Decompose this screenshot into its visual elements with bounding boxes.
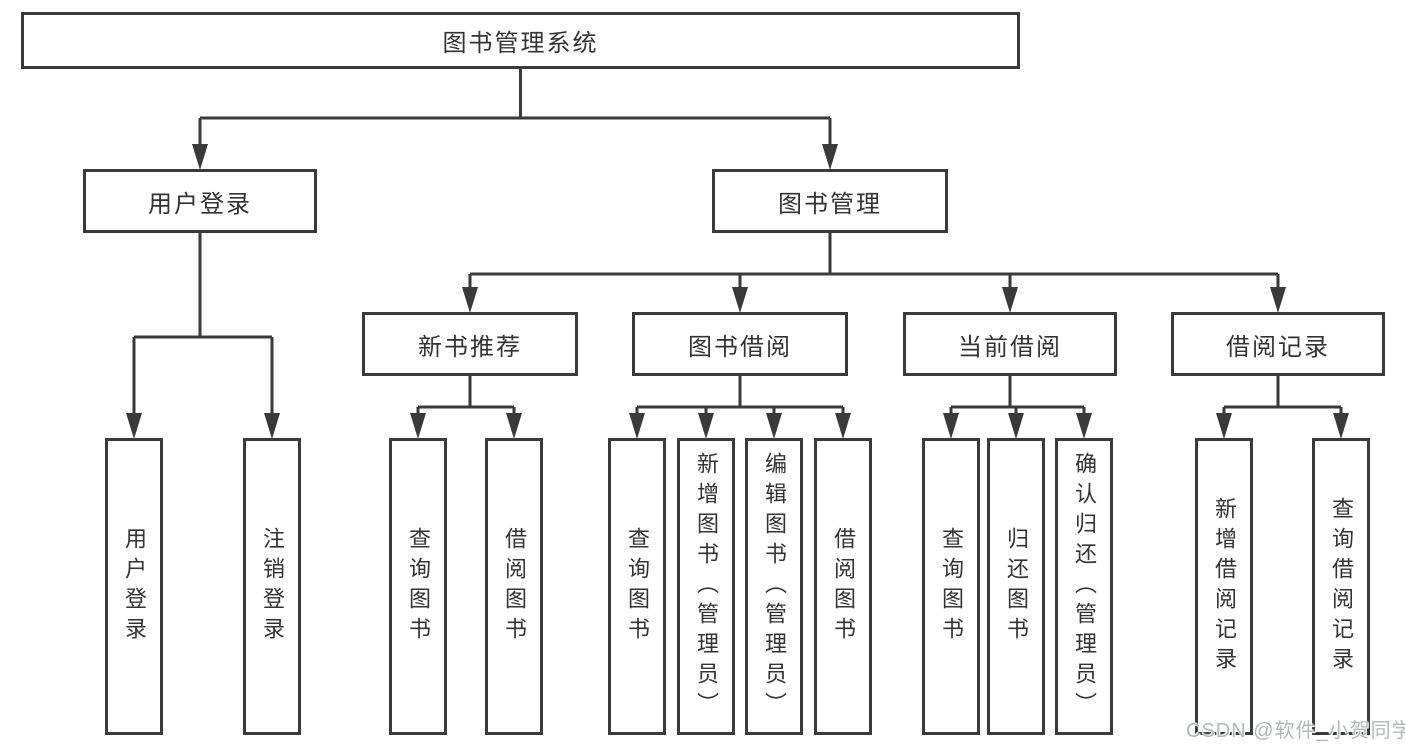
leaf-user-login: 用户登录 <box>105 438 163 735</box>
node-book-management: 图书管理 <box>712 169 948 233</box>
edge-new-book-recommend-to-leaves <box>410 376 522 439</box>
node-root: 图书管理系统 <box>21 12 1020 69</box>
edge-book-borrow-to-leaves <box>629 376 851 439</box>
node-borrow-record: 借阅记录 <box>1171 312 1385 376</box>
edge-borrow-record-to-leaves <box>1216 376 1349 439</box>
edge-current-borrow-to-leaves <box>943 376 1092 439</box>
leaf-recommend-borrow-book: 借阅图书 <box>485 438 543 735</box>
leaf-borrow-query-book: 查询图书 <box>608 438 666 735</box>
leaf-borrow-add-book-admin: 新增图书（管理员） <box>677 438 735 735</box>
node-book-borrow: 图书借阅 <box>632 312 848 376</box>
leaf-record-query-record: 查询借阅记录 <box>1312 438 1370 735</box>
node-current-borrow: 当前借阅 <box>903 312 1117 376</box>
node-new-book-recommend: 新书推荐 <box>362 312 578 376</box>
leaf-current-return-book: 归还图书 <box>987 438 1045 735</box>
edge-root-to-level2 <box>192 69 838 170</box>
csdn-watermark: CSDN @软件_小贺同学 <box>1186 720 1405 742</box>
node-user-login: 用户登录 <box>83 169 317 233</box>
leaf-logout: 注销登录 <box>243 438 301 735</box>
leaf-borrow-edit-book-admin: 编辑图书（管理员） <box>745 438 803 735</box>
leaf-current-query-book: 查询图书 <box>922 438 980 735</box>
leaf-borrow-borrow-book: 借阅图书 <box>814 438 872 735</box>
edge-book-management-to-level3 <box>462 233 1286 313</box>
leaf-current-confirm-return-admin: 确认归还（管理员） <box>1055 438 1113 735</box>
leaf-record-add-record: 新增借阅记录 <box>1195 438 1253 735</box>
edge-user-login-to-leaves <box>126 233 280 439</box>
leaf-recommend-query-book: 查询图书 <box>389 438 447 735</box>
